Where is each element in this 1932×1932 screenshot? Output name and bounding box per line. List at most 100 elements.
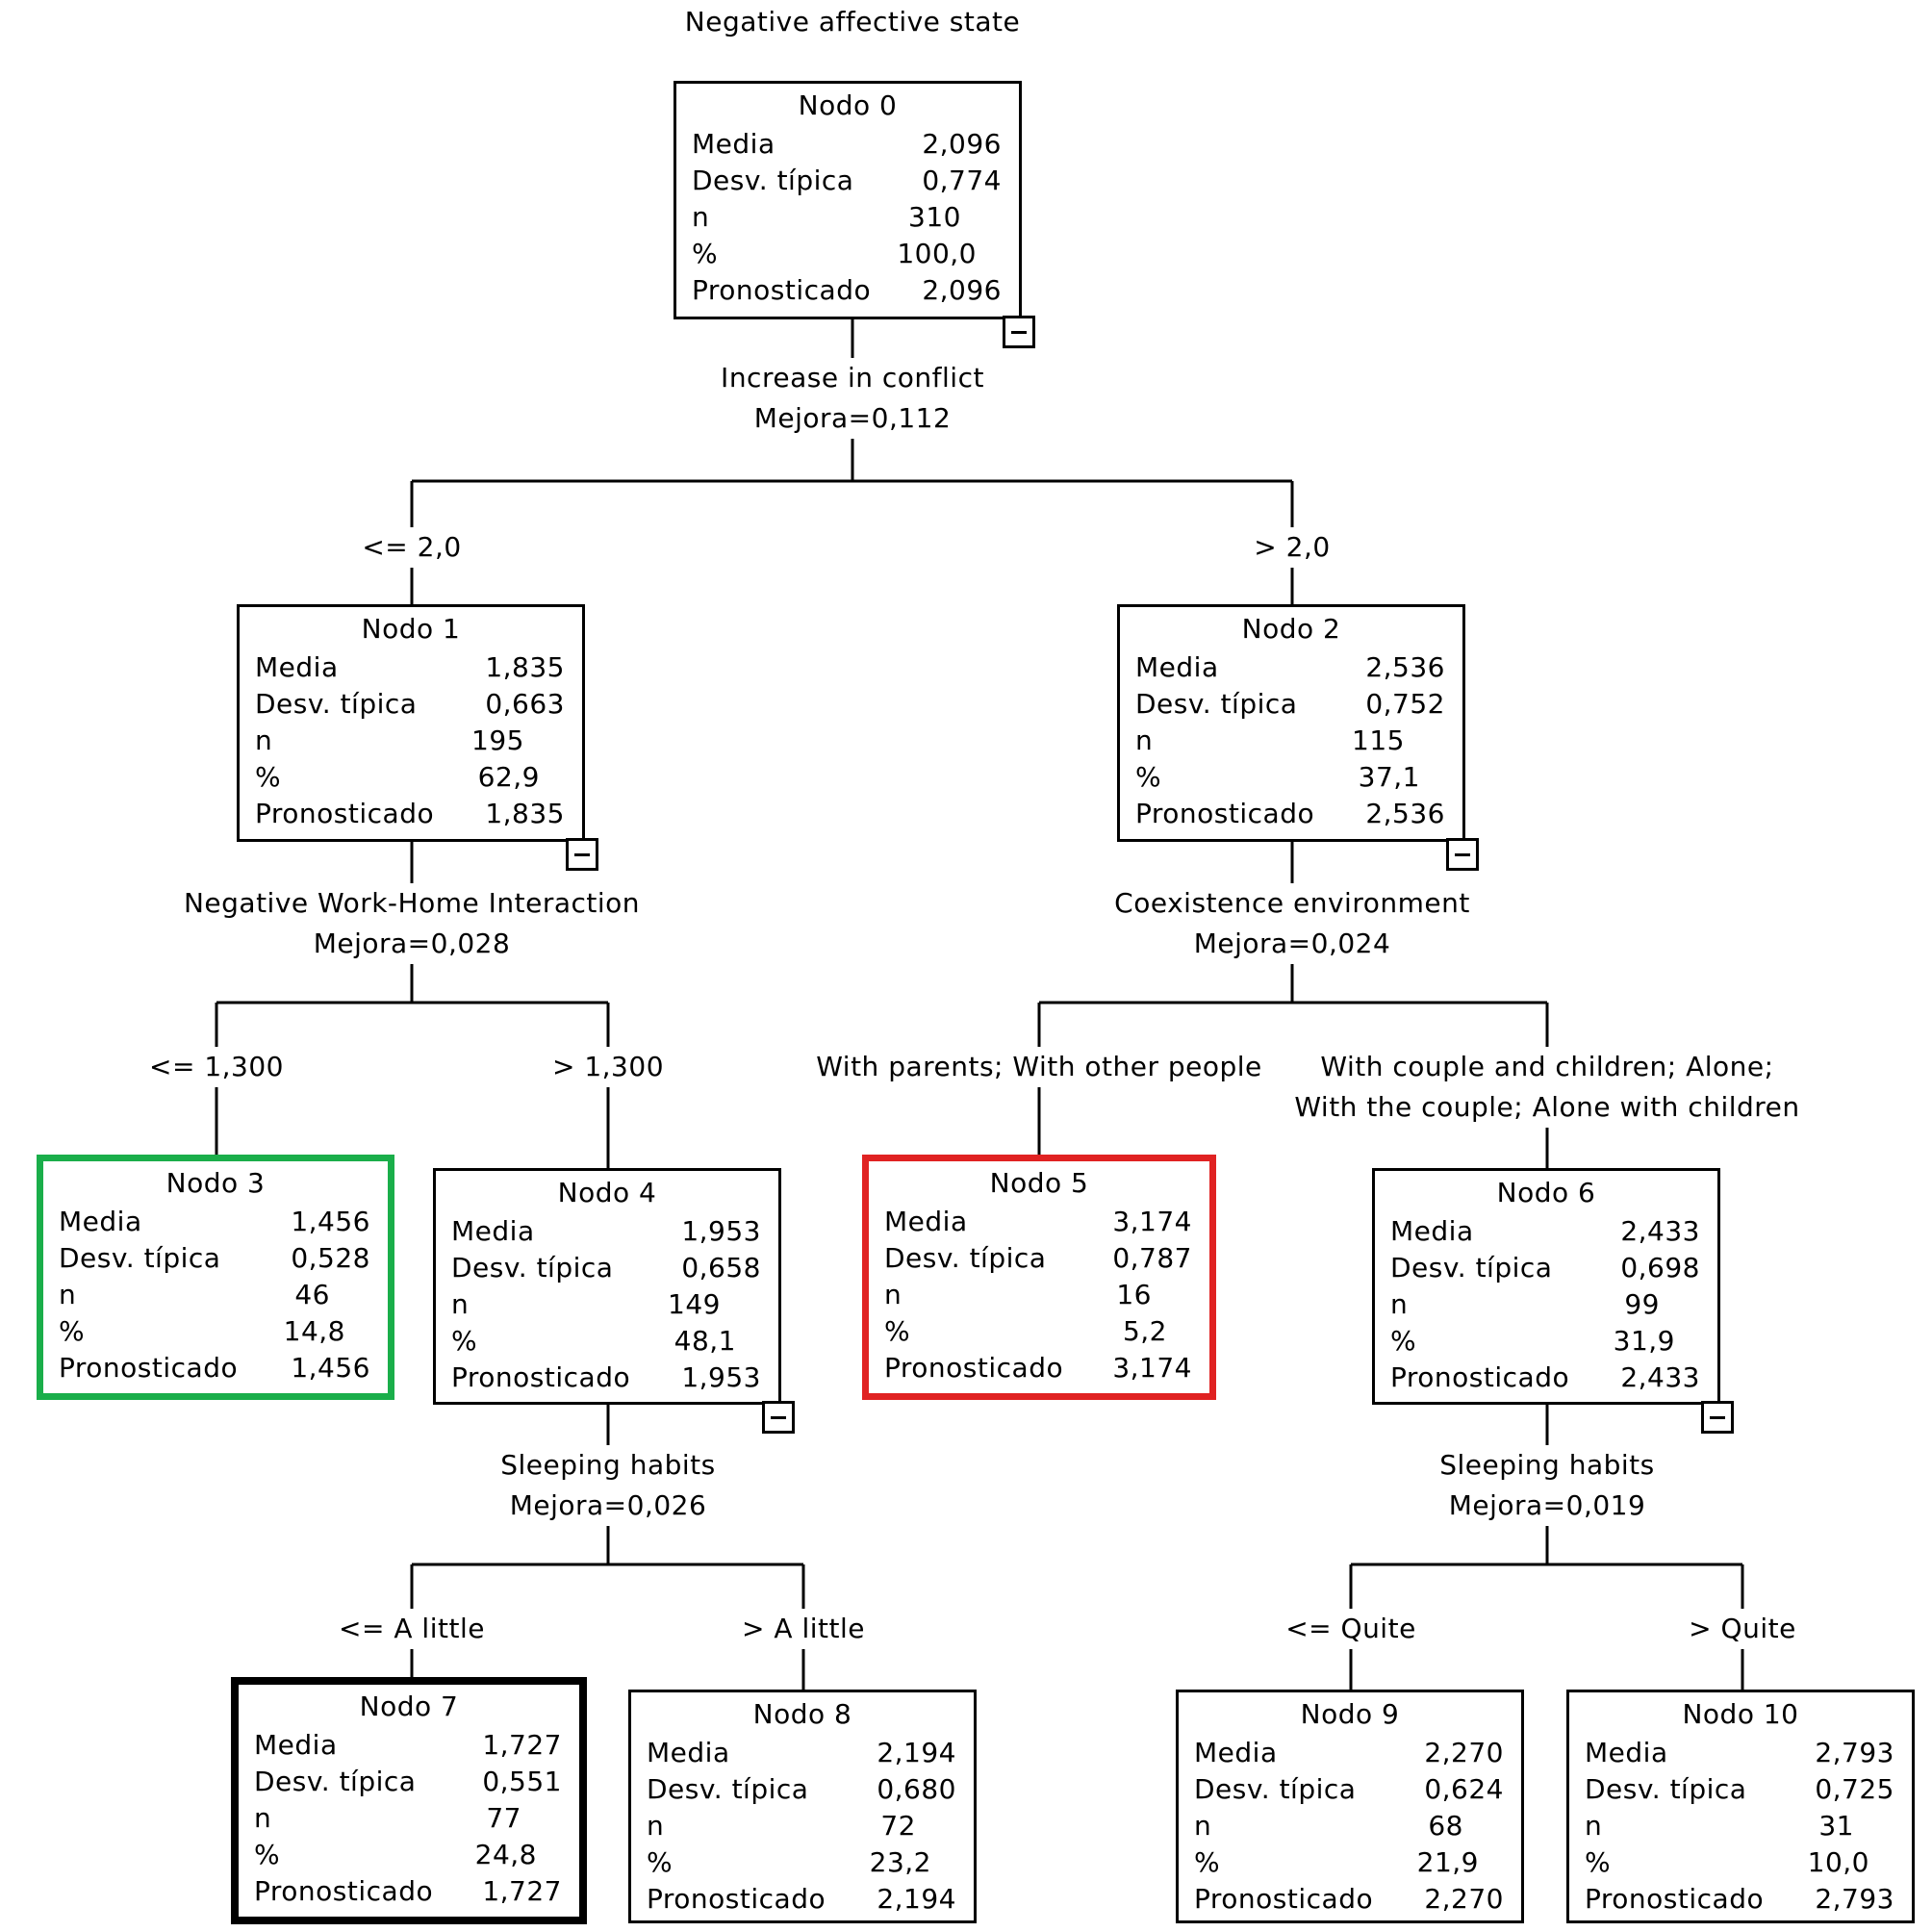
node-value-desv: 0,624 — [1424, 1773, 1504, 1805]
branch-condition: <= A little — [339, 1613, 485, 1644]
node-value-desv: 0,698 — [1620, 1252, 1700, 1284]
node-value-pct: 24,8 — [474, 1839, 537, 1870]
split-variable: Coexistence environment — [1114, 887, 1470, 919]
split-improvement: Mejora=0,019 — [1448, 1489, 1646, 1521]
node-title: Nodo 0 — [798, 89, 898, 121]
split-variable: Negative Work-Home Interaction — [183, 887, 641, 919]
node-value-pron: 2,433 — [1620, 1361, 1700, 1393]
node-value-n: 72 — [880, 1810, 916, 1842]
node-row-label: Pronosticado — [647, 1883, 826, 1915]
node-value-media: 2,433 — [1620, 1215, 1700, 1247]
node-row-label: % — [1194, 1846, 1221, 1878]
node-row-label: Pronosticado — [1585, 1883, 1765, 1915]
node-title: Nodo 5 — [989, 1167, 1089, 1199]
branch-condition: > 2,0 — [1254, 531, 1331, 563]
node-value-desv: 0,752 — [1365, 688, 1445, 720]
collapse-toggle-icon[interactable] — [1446, 838, 1479, 871]
node-row-label: Desv. típica — [1585, 1773, 1747, 1805]
node-value-media: 2,793 — [1815, 1737, 1894, 1768]
node-row-label: n — [255, 724, 273, 756]
node-row-label: n — [1194, 1810, 1212, 1842]
collapse-toggle-icon[interactable] — [566, 838, 598, 871]
node-row-label: Media — [1390, 1215, 1474, 1247]
node-title: Nodo 6 — [1496, 1177, 1596, 1208]
node-value-pron: 2,194 — [877, 1883, 956, 1915]
split-variable: Sleeping habits — [1439, 1449, 1655, 1481]
node-row-label: Desv. típica — [451, 1252, 614, 1284]
branch-condition: With the couple; Alone with children — [1294, 1091, 1800, 1123]
node-row-label: % — [1390, 1325, 1417, 1357]
node-value-media: 2,270 — [1424, 1737, 1504, 1768]
node-row-label: n — [254, 1802, 272, 1834]
branch-condition: With parents; With other people — [816, 1051, 1262, 1082]
collapse-toggle-icon[interactable] — [1701, 1401, 1734, 1434]
node-row-label: Media — [1194, 1737, 1278, 1768]
node-value-n: 68 — [1428, 1810, 1463, 1842]
node-row-label: Pronosticado — [1135, 798, 1315, 829]
node-title: Nodo 1 — [361, 613, 461, 645]
node-row-label: Pronosticado — [1194, 1883, 1374, 1915]
node-value-n: 46 — [294, 1279, 330, 1310]
node-row-label: Pronosticado — [1390, 1361, 1570, 1393]
node-row-label: n — [451, 1288, 470, 1320]
node-value-desv: 0,725 — [1815, 1773, 1894, 1805]
node-value-n: 77 — [486, 1802, 521, 1834]
node-value-desv: 0,663 — [485, 688, 565, 720]
node-value-pron: 1,953 — [681, 1361, 761, 1393]
node-row-label: Pronosticado — [884, 1352, 1064, 1384]
branch-condition: > 1,300 — [551, 1051, 665, 1082]
diagram-title: Negative affective state — [684, 6, 1021, 38]
collapse-toggle-icon[interactable] — [762, 1401, 795, 1434]
node-value-desv: 0,528 — [291, 1242, 370, 1274]
node-row-label: n — [1135, 724, 1154, 756]
node-title: Nodo 4 — [557, 1177, 657, 1208]
node-row-label: Desv. típica — [647, 1773, 809, 1805]
node-value-pct: 10,0 — [1807, 1846, 1869, 1878]
node-row-label: Desv. típica — [255, 688, 418, 720]
node-row-label: Media — [59, 1206, 142, 1237]
node-row-label: % — [255, 761, 282, 793]
node-value-media: 1,953 — [681, 1215, 761, 1247]
node-row-label: % — [884, 1315, 911, 1347]
node-value-media: 3,174 — [1112, 1206, 1192, 1237]
node-row-label: n — [1390, 1288, 1409, 1320]
node-title: Nodo 8 — [752, 1698, 852, 1730]
node-value-pron: 2,536 — [1365, 798, 1445, 829]
node-value-pct: 14,8 — [283, 1315, 345, 1347]
node-value-desv: 0,551 — [482, 1766, 562, 1797]
node-value-n: 16 — [1116, 1279, 1152, 1310]
node-value-n: 115 — [1352, 724, 1405, 756]
node-row-label: Media — [647, 1737, 730, 1768]
collapse-toggle-icon[interactable] — [1003, 316, 1035, 348]
split-improvement: Mejora=0,112 — [753, 402, 952, 434]
node-row-label: % — [1585, 1846, 1612, 1878]
node-row-label: n — [884, 1279, 902, 1310]
node-value-desv: 0,658 — [681, 1252, 761, 1284]
node-row-label: Desv. típica — [254, 1766, 417, 1797]
node-value-media: 2,194 — [877, 1737, 956, 1768]
node-row-label: Desv. típica — [1135, 688, 1298, 720]
node-title: Nodo 3 — [165, 1167, 266, 1199]
node-title: Nodo 9 — [1300, 1698, 1400, 1730]
node-row-label: Pronosticado — [255, 798, 435, 829]
node-row-label: Media — [255, 651, 339, 683]
node-value-media: 2,096 — [922, 128, 1002, 160]
node-value-pct: 21,9 — [1416, 1846, 1479, 1878]
node-row-label: Media — [451, 1215, 535, 1247]
node-row-label: Pronosticado — [59, 1352, 239, 1384]
node-value-pron: 3,174 — [1112, 1352, 1192, 1384]
branch-condition: <= Quite — [1285, 1613, 1416, 1644]
node-row-label: Media — [1135, 651, 1219, 683]
branch-condition: <= 1,300 — [149, 1051, 284, 1082]
node-title: Nodo 7 — [359, 1690, 459, 1722]
node-value-n: 310 — [908, 201, 961, 233]
node-value-n: 195 — [471, 724, 524, 756]
